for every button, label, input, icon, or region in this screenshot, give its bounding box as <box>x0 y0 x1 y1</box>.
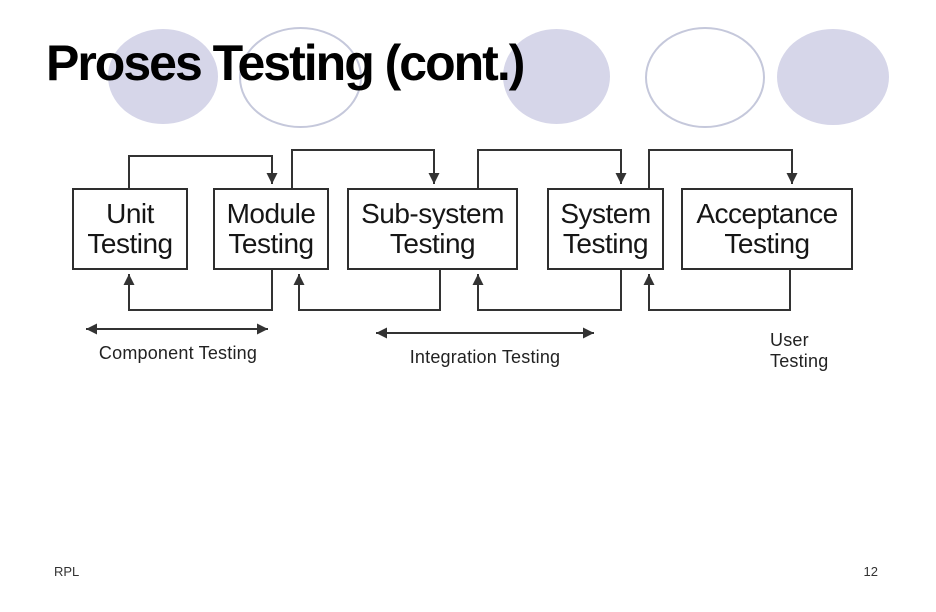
user-testing-label: User Testing <box>770 330 829 371</box>
page-title: Proses Testing (cont.) <box>46 35 525 91</box>
box-module-testing: Module Testing <box>213 188 329 270</box>
box-acceptance-testing: Acceptance Testing <box>681 188 853 270</box>
footer-author: RPL <box>54 564 80 579</box>
decorative-ellipse-1 <box>108 29 218 124</box>
decorative-ellipse-2 <box>239 27 362 128</box>
decorative-ellipse-4 <box>645 27 765 128</box>
decorative-ellipse-3 <box>503 29 610 124</box>
component-testing-label: Component Testing <box>98 343 258 363</box>
box-unit-testing: Unit Testing <box>72 188 188 270</box>
box-system-testing: System Testing <box>547 188 664 270</box>
box-subsystem-testing: Sub-system Testing <box>347 188 518 270</box>
decorative-ellipse-5 <box>777 29 889 125</box>
page-number: 12 <box>863 564 878 579</box>
integration-testing-label: Integration Testing <box>409 347 561 367</box>
